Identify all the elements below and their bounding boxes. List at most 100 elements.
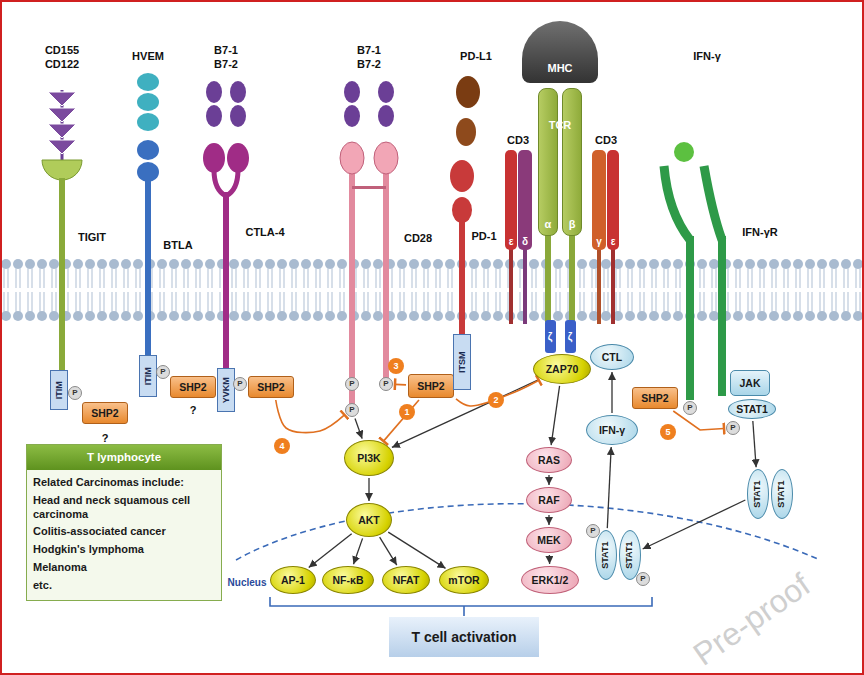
pathway-oval: PI3K <box>344 440 394 476</box>
pathway-oval: NF-κB <box>322 566 374 594</box>
cytokine-oval: STAT1 <box>728 399 777 419</box>
cd3-chain: ε <box>505 150 518 250</box>
pathway-oval-text: ZAP70 <box>546 363 579 375</box>
watermark: Pre-proof <box>687 567 816 672</box>
phospho-circle: P <box>379 377 393 391</box>
ligand-name: B7-2 <box>357 58 381 70</box>
phospho-circle-text: P <box>640 574 645 583</box>
activation-arrow <box>753 421 756 467</box>
info-panel-text: etc. <box>27 577 221 595</box>
phospho-circle: P <box>586 524 600 538</box>
mapk-oval: RAS <box>526 447 572 473</box>
pathway-oval: NFAT <box>382 566 430 594</box>
chain-name: ζ <box>568 331 573 342</box>
phospho-circle-text: P <box>687 403 692 412</box>
motif-box: ITSM <box>453 334 471 390</box>
stat-oval: STAT1 <box>595 530 617 580</box>
ligand-name: HVEM <box>132 50 164 62</box>
info-panel-text: Related Carcinomas include: <box>27 474 221 492</box>
cd3-chain-text: δ <box>522 236 528 248</box>
tcr-chain-text: α <box>545 218 552 231</box>
tcr-chain-text: β <box>569 218 576 231</box>
ligand-name: B7-2 <box>214 58 238 70</box>
info-panel-text: Colitis-associated cancer <box>27 523 221 541</box>
mapk-oval: MEK <box>526 527 572 553</box>
cell-membrane <box>0 258 864 322</box>
shp2-box: SHP2 <box>248 376 294 398</box>
phospho-circle: P <box>683 401 697 415</box>
shp2-box-text: SHP2 <box>257 381 284 393</box>
outcome-box-text: T cell activation <box>411 629 516 645</box>
pathway-oval: ZAP70 <box>533 354 591 384</box>
cd3-chain-text: γ <box>596 236 602 248</box>
tcr-complex <box>509 234 615 353</box>
mapk-oval-text: RAS <box>538 454 560 466</box>
mapk-oval-text: ERK1/2 <box>532 574 569 586</box>
stat-oval: STAT1 <box>771 469 793 519</box>
motif-box-text: YVKM <box>221 377 231 403</box>
phospho-circle-text: P <box>72 388 77 397</box>
pathway-oval: mTOR <box>439 566 489 594</box>
receptor-name: IFN-γR <box>742 226 777 238</box>
inhibition-line <box>395 384 406 386</box>
stat-oval-text: STAT1 <box>625 541 635 568</box>
ctla4-receptor <box>203 81 249 368</box>
shp2-box: SHP2 <box>632 387 678 409</box>
phospho-circle-text: P <box>730 423 735 432</box>
tcr-chain: β <box>562 88 582 236</box>
activation-arrow <box>368 478 369 501</box>
activation-arrow <box>388 532 445 568</box>
phospho-circle-text: P <box>349 405 354 414</box>
activation-arrow <box>643 500 746 549</box>
activation-arrow <box>353 538 362 564</box>
phospho-circle-text: P <box>160 367 165 376</box>
tigit-receptor <box>42 90 82 373</box>
shp2-box-text: SHP2 <box>417 380 444 392</box>
info-panel-text: Head and neck squamous cell carcinoma <box>27 492 221 524</box>
shp2-box-text: SHP2 <box>91 407 118 419</box>
phospho-circle: P <box>345 377 359 391</box>
pathway-oval-text: AKT <box>358 514 380 526</box>
pd1-receptor <box>450 76 480 336</box>
phospho-circle-text: P <box>237 379 242 388</box>
bracket <box>270 597 652 616</box>
info-panel-text: Hodgkin's lymphoma <box>27 541 221 559</box>
receptor-name: CD28 <box>404 232 432 244</box>
mhc-molecule: MHC <box>522 21 598 83</box>
phospho-circle: P <box>68 386 82 400</box>
ligand-name: PD-L1 <box>460 50 492 62</box>
phospho-circle: P <box>233 377 247 391</box>
activation-arrow <box>551 386 559 445</box>
mapk-oval: ERK1/2 <box>521 566 579 594</box>
activation-arrow <box>611 372 612 413</box>
phospho-circle: P <box>726 421 740 435</box>
kinase-box: JAK <box>730 370 770 396</box>
pathway-oval-text: NFAT <box>393 574 420 586</box>
motif-box-text: ITSM <box>457 351 467 373</box>
nuclear-envelope <box>236 504 820 560</box>
phospho-circle: P <box>636 572 650 586</box>
stat-oval-text: STAT1 <box>753 480 763 507</box>
activation-arrow <box>548 515 549 525</box>
callout-number-text: 2 <box>493 395 498 405</box>
callout-number-text: 4 <box>279 441 284 451</box>
inhibition-line <box>276 400 345 433</box>
shp2-box: SHP2 <box>170 376 216 398</box>
stat-oval-text: STAT1 <box>777 480 787 507</box>
callout-number: 4 <box>274 438 290 454</box>
ligand-name: IFN-γ <box>693 50 721 62</box>
activation-arrow <box>548 475 549 485</box>
cd3-chain: ε <box>607 150 620 250</box>
mapk-oval: RAF <box>526 487 572 513</box>
phospho-circle: P <box>156 365 170 379</box>
info-panel: T lymphocyteRelated Carcinomas include:H… <box>26 444 222 601</box>
stat-oval: STAT1 <box>747 469 769 519</box>
callout-number: 2 <box>488 392 504 408</box>
receptor-name: CD3 <box>507 134 529 146</box>
callout-number: 5 <box>660 424 676 440</box>
receptor-name: PD-1 <box>471 230 496 242</box>
receptor-name: CD3 <box>595 134 617 146</box>
cytokine-oval-text: CTL <box>602 351 622 363</box>
inhibition-line <box>673 411 724 430</box>
